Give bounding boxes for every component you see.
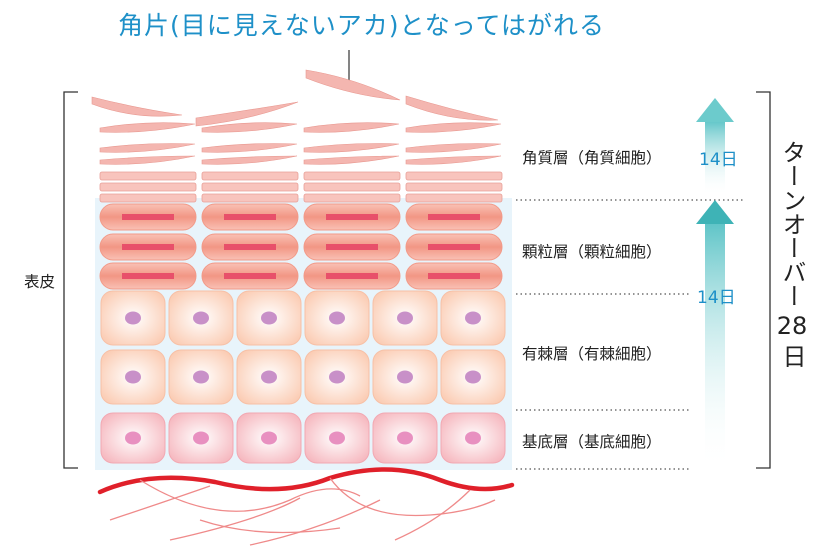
granular-cell-inclusion	[122, 214, 174, 220]
upward-arrow-bottom	[696, 200, 734, 470]
peeling-flakes	[91, 69, 499, 127]
spinous-nucleus	[329, 311, 345, 325]
basal-nucleus	[193, 431, 209, 445]
granular-cell-inclusion	[428, 273, 480, 279]
corneum-flake	[405, 122, 502, 133]
corneum-band	[201, 193, 299, 203]
spinous-nucleus	[397, 311, 413, 325]
basal-nucleus	[329, 431, 345, 445]
corneum-flake	[201, 122, 298, 133]
spinous-nucleus	[261, 370, 277, 384]
corneum-band	[201, 171, 299, 181]
spinous-nucleus	[397, 370, 413, 384]
granular-cell-inclusion	[428, 244, 480, 250]
corneum-band	[405, 193, 503, 203]
basal-cells	[100, 412, 506, 464]
granular-cells	[99, 203, 503, 290]
corneum-flake	[303, 122, 400, 133]
granular-cell-inclusion	[428, 214, 480, 220]
epidermis-bracket	[63, 91, 78, 469]
granular-cell-inclusion	[326, 273, 378, 279]
turnover-bracket	[756, 91, 771, 469]
upward-arrow-top	[696, 98, 734, 196]
corneum-band	[201, 182, 299, 192]
corneum-band	[99, 171, 197, 181]
granular-cell-inclusion	[224, 214, 276, 220]
spinous-nucleus	[329, 370, 345, 384]
basal-nucleus	[261, 431, 277, 445]
turnover-text: ターンオーバー	[778, 140, 806, 308]
corneum-flake	[303, 155, 400, 165]
granular-cell-inclusion	[326, 214, 378, 220]
days-label-top: 14日	[699, 150, 738, 170]
corneum-band	[303, 193, 401, 203]
spinous-nucleus	[125, 311, 141, 325]
corneum-band	[405, 182, 503, 192]
corneum-flakes	[99, 122, 502, 165]
granular-cell-inclusion	[326, 244, 378, 250]
page-title: 角片(目に見えないアカ)となってはがれる	[118, 11, 606, 40]
granular-cell-inclusion	[224, 273, 276, 279]
blood-vessels	[97, 467, 515, 546]
granular-cell-inclusion	[122, 273, 174, 279]
spinous-nucleus	[465, 370, 481, 384]
corneum-band	[99, 182, 197, 192]
corneum-flake	[303, 143, 400, 153]
corneum-band	[99, 193, 197, 203]
basal-nucleus	[397, 431, 413, 445]
corneum-flake	[201, 155, 298, 165]
corneum-flake	[99, 155, 196, 165]
layer-label-basale: 基底層（基底細胞）	[522, 433, 662, 451]
days-label-mid: 14日	[697, 288, 736, 308]
spinous-nucleus	[125, 370, 141, 384]
layer-separators	[516, 199, 745, 470]
granular-cell-inclusion	[224, 244, 276, 250]
spinous-nucleus	[193, 311, 209, 325]
corneum-flake	[201, 143, 298, 153]
corneum-band	[303, 171, 401, 181]
epidermis-label: 表皮	[24, 273, 56, 291]
spinous-nucleus	[193, 370, 209, 384]
granular-cell-inclusion	[122, 244, 174, 250]
layer-label-spinosum: 有棘層（有棘細胞）	[522, 345, 662, 363]
corneum-band	[303, 182, 401, 192]
layer-label-corneum: 角質層（角質細胞）	[522, 149, 662, 167]
turnover-label: ターンオーバー 28 日	[774, 140, 810, 368]
basal-nucleus	[125, 431, 141, 445]
turnover-unit: 日	[778, 344, 806, 368]
corneum-flake	[405, 155, 502, 165]
corneum-flake	[99, 143, 196, 153]
spinous-nucleus	[261, 311, 277, 325]
corneum-flake	[405, 143, 502, 153]
spinous-nucleus	[465, 311, 481, 325]
spinous-cells	[100, 290, 506, 405]
corneum-bands	[99, 171, 503, 203]
corneum-band	[405, 171, 503, 181]
corneum-flake	[99, 122, 196, 133]
layer-label-granulosum: 顆粒層（顆粒細胞）	[522, 243, 662, 261]
basal-nucleus	[465, 431, 481, 445]
turnover-days: 28	[776, 312, 808, 340]
